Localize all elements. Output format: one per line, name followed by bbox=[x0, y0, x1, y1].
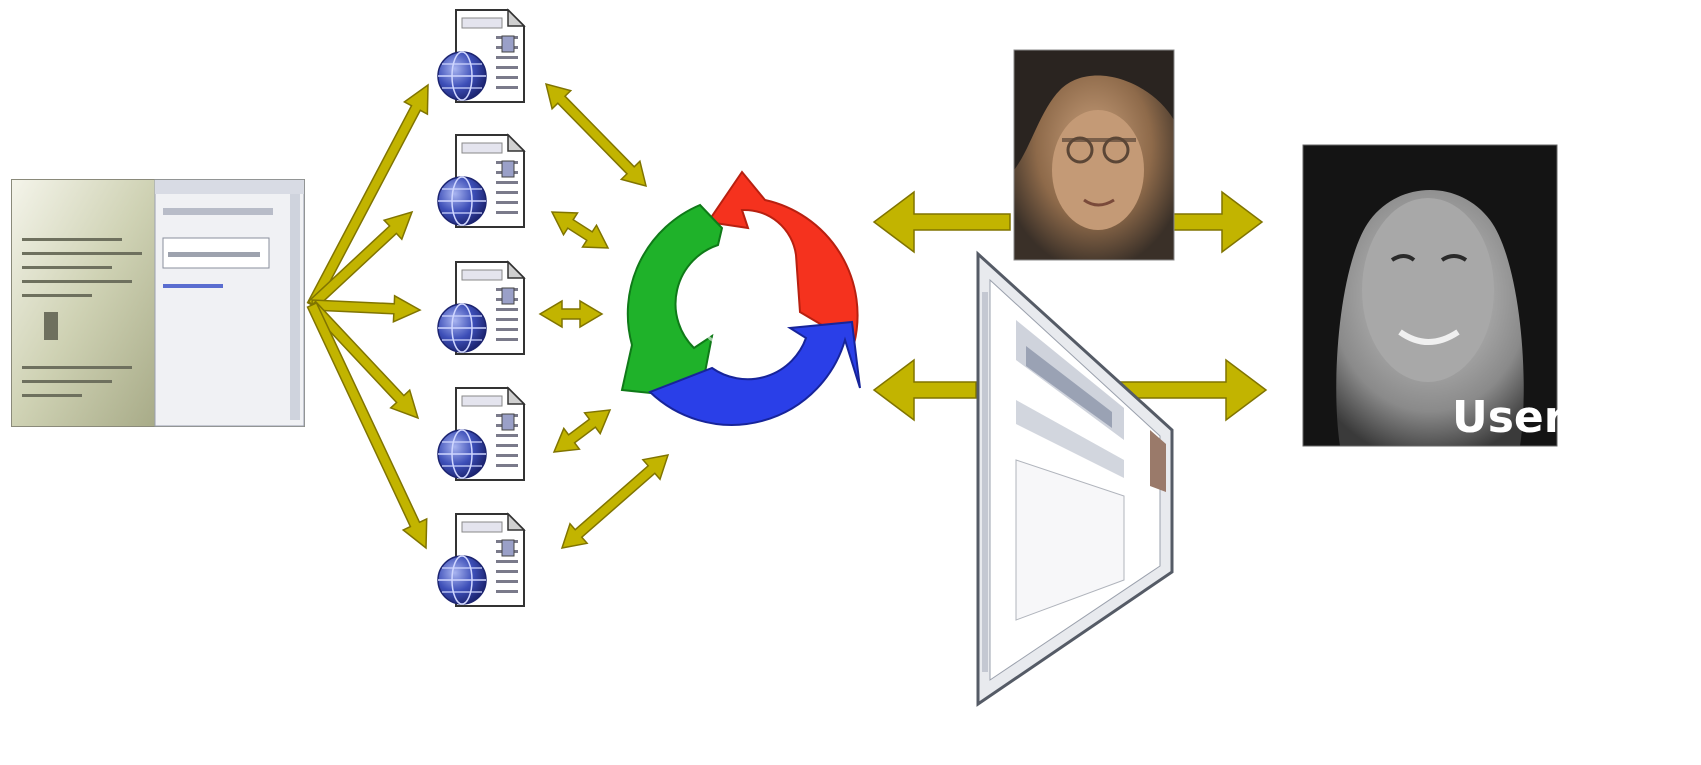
fan-arrow-2 bbox=[307, 210, 414, 310]
fan-arrow-1 bbox=[306, 83, 429, 309]
fan-arrow-3 bbox=[311, 294, 422, 323]
web-document-icon bbox=[437, 133, 526, 228]
fan-out-arrows bbox=[306, 83, 429, 550]
cycle-red-arrow bbox=[706, 170, 859, 346]
cycle-blue-arrow bbox=[648, 320, 861, 426]
web-document-icons bbox=[437, 8, 526, 607]
double-arrow-2 bbox=[550, 211, 610, 249]
user-label: User bbox=[1452, 392, 1566, 443]
web-document-icon bbox=[437, 386, 526, 481]
double-arrow-4 bbox=[552, 409, 612, 453]
author-photo bbox=[1013, 49, 1175, 261]
browser-window-screenshot bbox=[976, 250, 1174, 707]
cycle-green-arrow bbox=[620, 203, 724, 400]
fan-arrow-4 bbox=[307, 300, 420, 420]
web-document-icon bbox=[437, 8, 526, 103]
double-arrow-1 bbox=[544, 82, 648, 188]
recycle-arrows-icon bbox=[620, 170, 861, 426]
web-document-icon bbox=[437, 512, 526, 607]
double-arrow-5 bbox=[560, 454, 670, 549]
document-cycle-double-arrows bbox=[538, 82, 670, 549]
cycle-user-arrows bbox=[872, 190, 1268, 422]
double-arrow-3 bbox=[538, 299, 604, 329]
arrow-to-cycle-bottom bbox=[872, 358, 977, 422]
fan-arrow-5 bbox=[306, 301, 428, 550]
arrow-to-cycle-top bbox=[872, 190, 1011, 254]
web-document-icon bbox=[437, 260, 526, 355]
source-document-thumbnail bbox=[11, 179, 305, 427]
user-photo: User bbox=[1302, 144, 1566, 447]
